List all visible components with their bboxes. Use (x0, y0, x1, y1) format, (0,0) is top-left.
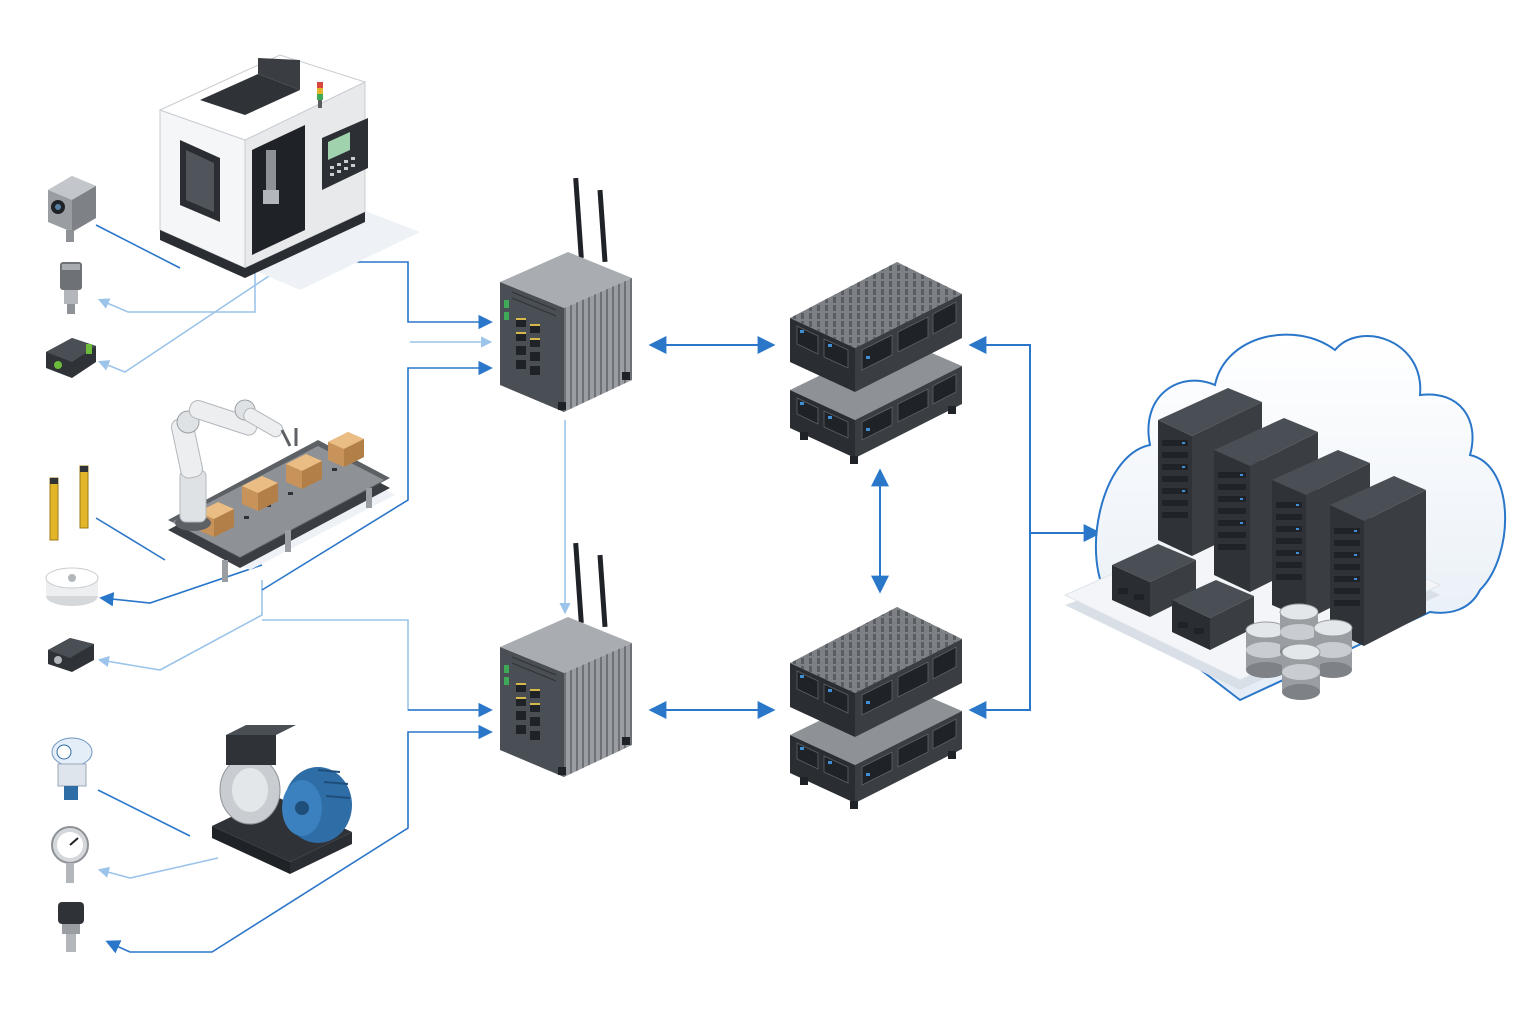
link-proximity-bus (97, 270, 256, 313)
link-photo-bus (97, 580, 263, 671)
photoelectric-sensor-icon (48, 638, 94, 672)
link-camera-cnc (95, 224, 181, 269)
barcode-reader-icon (46, 338, 96, 378)
link-robot-router1 (261, 360, 493, 591)
robot-arm-conveyor-icon (168, 399, 395, 582)
link-curtain-robot (95, 517, 166, 561)
cardboard-box (328, 432, 364, 467)
link-gauge-pump (97, 857, 219, 879)
electric-pump-motor-icon (212, 725, 352, 874)
safety-light-curtain-icon (49, 465, 89, 541)
cardboard-box (198, 502, 234, 537)
link-server1-cloud (968, 336, 1031, 719)
cloud-datacenter-icon (1063, 333, 1506, 702)
vision-camera-icon (48, 176, 96, 242)
link-barcode-bus (97, 261, 291, 373)
cardboard-box (242, 476, 278, 511)
connection-lines (95, 224, 1102, 954)
pressure-gauge-icon (51, 826, 89, 883)
server-unit (1112, 544, 1196, 617)
industrial-router-icon (500, 542, 632, 777)
cardboard-box (286, 454, 322, 489)
link-bus-router2 (262, 619, 490, 711)
smoke-detector-icon (45, 567, 99, 606)
edge-server-stack-icon (790, 607, 962, 809)
proximity-sensor-icon (60, 262, 82, 314)
link-probe-router2 (105, 724, 493, 954)
pressure-transmitter-icon (51, 737, 93, 800)
server-rack (1330, 476, 1426, 646)
server-unit (1172, 580, 1254, 650)
industrial-router-icon (500, 177, 632, 412)
temperature-probe-icon (58, 902, 84, 952)
link-detector-robot (99, 564, 263, 607)
cnc-machine-icon (158, 54, 420, 290)
storage-disks-icon (1245, 603, 1353, 700)
link-cnc-router1 (330, 261, 493, 330)
edge-server-stack-icon (790, 262, 962, 464)
link-transmitter-pump (97, 789, 191, 837)
